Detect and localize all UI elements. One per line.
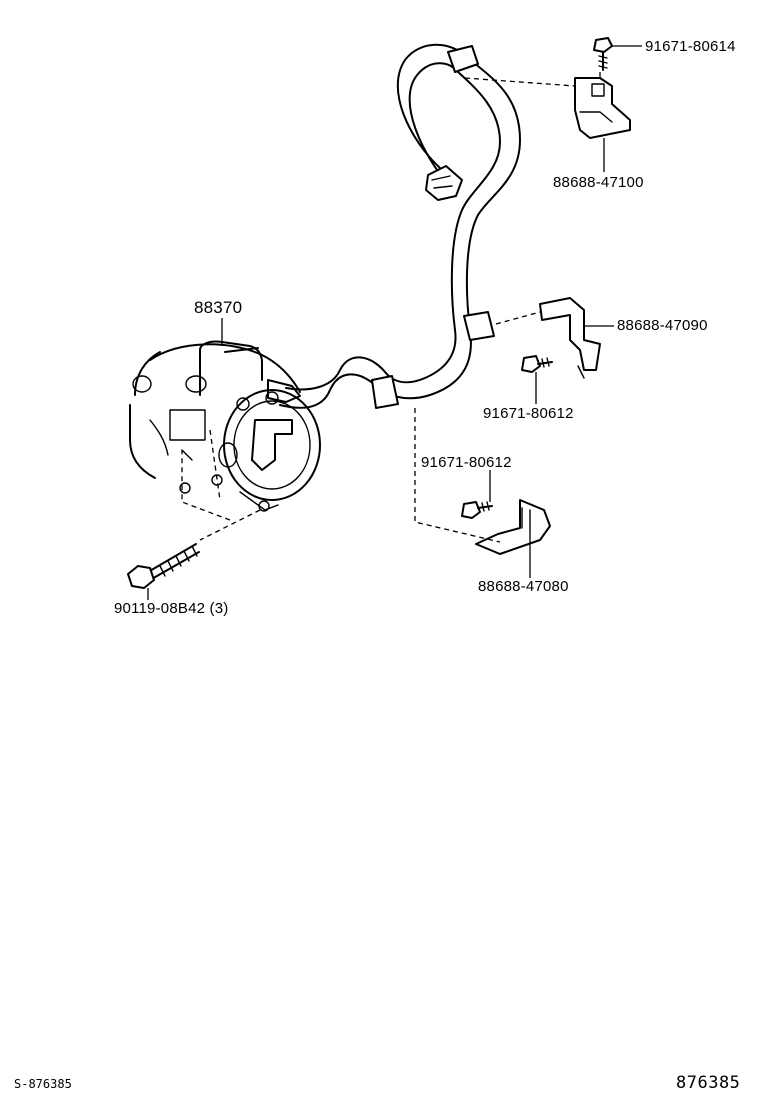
bracket-low-drawing xyxy=(475,499,551,555)
hose-fitting xyxy=(425,165,463,201)
label-bracket-low[interactable]: 88688-47080 xyxy=(478,578,569,595)
label-stud-bolt[interactable]: 90119-08B42 (3) xyxy=(114,600,229,617)
compressor-drawing xyxy=(129,340,321,512)
installation-lines xyxy=(181,72,601,543)
stud-bolt-drawing xyxy=(127,543,200,589)
label-bolt-mid[interactable]: 91671-80612 xyxy=(483,405,574,422)
bracket-mid-drawing xyxy=(539,297,601,379)
label-compressor[interactable]: 88370 xyxy=(194,298,243,317)
suction-hose xyxy=(279,43,521,409)
footer-left-code: S-876385 xyxy=(14,1077,72,1091)
leader-lines xyxy=(147,45,642,600)
label-bolt-low[interactable]: 91671-80612 xyxy=(421,454,512,471)
label-bolt-top[interactable]: 91671-80614 xyxy=(645,38,736,55)
bolt-low-drawing xyxy=(461,501,493,519)
hose-clamps xyxy=(371,45,495,409)
bracket-top-drawing xyxy=(574,77,631,139)
label-bracket-top[interactable]: 88688-47100 xyxy=(553,174,644,191)
bolt-mid-drawing xyxy=(521,355,553,373)
bolt-top-drawing xyxy=(593,37,613,71)
label-bracket-mid[interactable]: 88688-47090 xyxy=(617,317,708,334)
footer-right-code: 876385 xyxy=(676,1073,741,1093)
